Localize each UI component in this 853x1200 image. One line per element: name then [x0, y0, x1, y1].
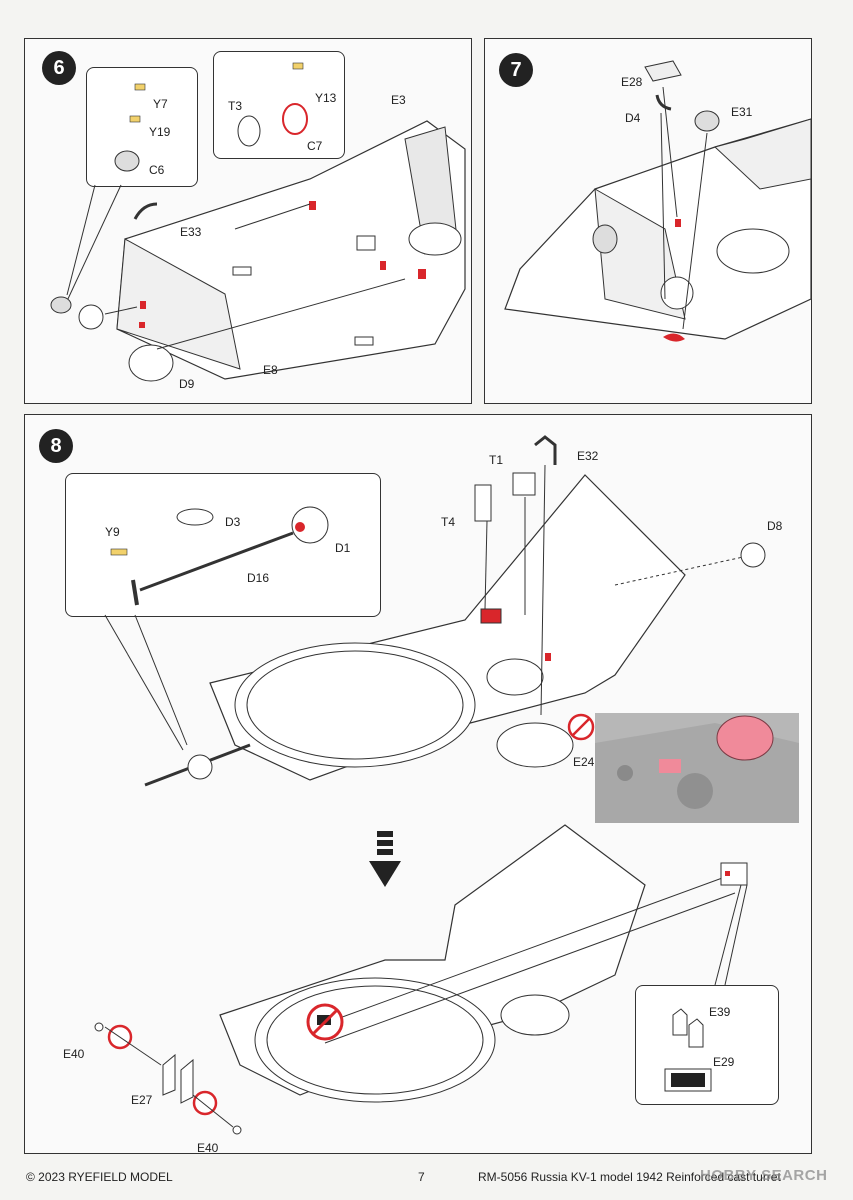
- part-label-d3: D3: [225, 515, 241, 529]
- part-label-d8: D8: [767, 519, 783, 533]
- part-label-e27: E27: [131, 1093, 153, 1107]
- part-label-e40-upper: E40: [63, 1047, 85, 1061]
- part-label-t3: T3: [228, 99, 243, 113]
- part-label-e39: E39: [709, 1005, 731, 1019]
- part-label-e33: E33: [180, 225, 202, 239]
- step-7-drawing: [504, 60, 812, 342]
- step-8-gun-inset: [65, 473, 381, 617]
- footer-copyright: © 2023 RYEFIELD MODEL: [26, 1170, 173, 1184]
- step-6-drawing: [50, 62, 466, 382]
- part-label-e8: E8: [263, 363, 278, 377]
- part-label-e31: E31: [731, 105, 753, 119]
- part-label-t4: T4: [441, 515, 456, 529]
- step-7-number: 7: [499, 53, 533, 87]
- part-label-y19: Y19: [149, 125, 171, 139]
- part-label-d9: D9: [179, 377, 195, 391]
- part-label-d16: D16: [247, 571, 270, 585]
- part-label-d4: D4: [625, 111, 641, 125]
- part-label-y13: Y13: [315, 91, 337, 105]
- footer-page-number: 7: [418, 1170, 425, 1184]
- footer-title: RM-5056 Russia KV-1 model 1942 Reinforce…: [478, 1170, 781, 1184]
- part-label-e24: E24: [573, 755, 595, 769]
- part-label-e40-lower: E40: [197, 1141, 219, 1155]
- part-label-c7: C7: [307, 139, 323, 153]
- part-label-e28: E28: [621, 75, 643, 89]
- part-label-e29: E29: [713, 1055, 735, 1069]
- reference-photo: [595, 713, 799, 823]
- part-label-c6: C6: [149, 163, 165, 177]
- part-label-y7: Y7: [153, 97, 168, 111]
- part-label-t1: T1: [489, 453, 504, 467]
- watermark: HOBBY SEARCH: [700, 1167, 828, 1184]
- step-6-number: 6: [42, 51, 76, 85]
- step-7-panel: 7 E28 D4 E31: [484, 38, 812, 404]
- reference-photo-drawing: [595, 713, 799, 823]
- step-8-number: 8: [39, 429, 73, 463]
- step-6-panel: 6 Y7 Y19 C6: [24, 38, 472, 404]
- step-6-inset-right: [213, 51, 345, 159]
- part-label-e32: E32: [577, 449, 599, 463]
- part-label-e3: E3: [391, 93, 406, 107]
- part-label-d1: D1: [335, 541, 351, 555]
- step-8-panel: 8: [24, 414, 812, 1155]
- part-label-y9: Y9: [105, 525, 120, 539]
- step-8-drawing: [94, 435, 766, 1135]
